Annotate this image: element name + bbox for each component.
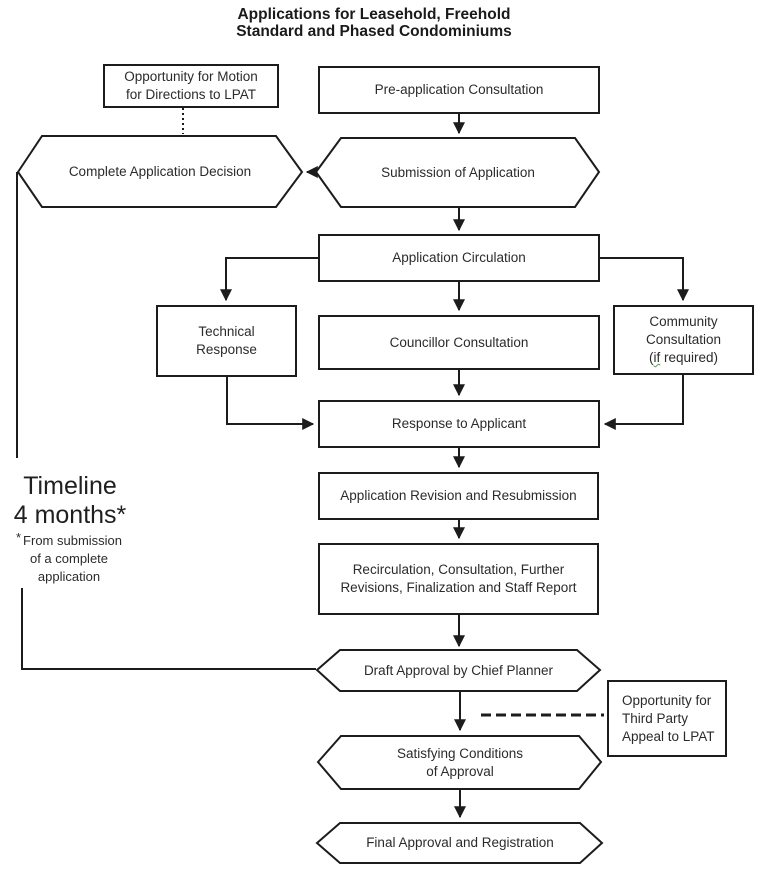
- footnote-text: From submission: [23, 533, 123, 548]
- node-label: Application Circulation: [392, 250, 526, 265]
- node-pre-application-consultation: Pre-application Consultation: [318, 66, 600, 114]
- hexagon-shapes: [16, 135, 604, 864]
- node-response-to-applicant: Response to Applicant: [318, 400, 600, 448]
- connector-lines: [16, 108, 689, 819]
- timeline-footnote-line1: *From submission: [4, 530, 134, 550]
- node-label: Technical: [198, 324, 255, 339]
- hexagon-satisfying-conditions: [316, 735, 603, 790]
- page-title-line1: Applications for Leasehold, Freehold: [237, 6, 511, 23]
- hexagon-final-approval: [315, 822, 604, 864]
- node-label: Opportunity for Motion: [124, 69, 258, 84]
- connector-community-to-response: [603, 375, 684, 430]
- timeline-bracket-lower: [21, 588, 316, 670]
- hexagon-submission-of-application: [314, 137, 601, 208]
- node-opportunity-motion-lpat: Opportunity for Motion for Directions to…: [103, 64, 279, 108]
- node-label: Response: [196, 342, 257, 357]
- timeline-footnote-line2: of a complete: [29, 551, 109, 566]
- connector-circulation-to-community: [600, 257, 689, 302]
- timeline-duration: 4 months*: [13, 501, 127, 529]
- node-community-consultation: Community Consultation (if required): [613, 305, 754, 375]
- connector-technical-to-response: [226, 377, 315, 430]
- node-label: Community: [649, 314, 718, 329]
- page-title-line2: Standard and Phased Condominiums: [236, 23, 512, 40]
- node-label-if-required: (if required): [649, 349, 718, 367]
- hexagon-draft-approval: [315, 649, 602, 692]
- required-text: required): [660, 350, 719, 365]
- connector-circulation-to-technical: [220, 257, 318, 302]
- node-application-revision-resubmission: Application Revision and Resubmission: [318, 472, 599, 520]
- node-label: Opportunity for: [622, 692, 712, 708]
- page-title: Applications for Leasehold, Freehold Sta…: [0, 6, 748, 40]
- timeline-footnote: *From submission of a complete applicati…: [4, 530, 134, 586]
- node-label: Response to Applicant: [391, 416, 527, 431]
- node-label: Appeal to LPAT: [622, 728, 715, 744]
- node-application-circulation: Application Circulation: [318, 234, 600, 282]
- node-technical-response: Technical Response: [156, 305, 297, 377]
- node-opportunity-thirdparty-appeal: Opportunity for Third Party Appeal to LP…: [607, 680, 727, 757]
- hexagon-complete-application-decision: [16, 135, 304, 208]
- node-label: Recirculation, Consultation, Further: [352, 562, 565, 577]
- timeline-footnote-line3: application: [37, 569, 101, 584]
- timeline-heading: Timeline 4 months*: [0, 472, 140, 530]
- node-councillor-consultation: Councillor Consultation: [318, 315, 600, 370]
- node-label: Pre-application Consultation: [374, 82, 544, 97]
- node-label: Consultation: [645, 332, 722, 347]
- node-label: Revisions, Finalization and Staff Report: [340, 580, 577, 595]
- node-recirculation-staff-report: Recirculation, Consultation, Further Rev…: [318, 543, 599, 615]
- node-label: Application Revision and Resubmission: [340, 488, 577, 503]
- node-label: Councillor Consultation: [389, 334, 529, 350]
- node-label: Third Party: [622, 710, 689, 726]
- spellcheck-word: if: [653, 350, 661, 365]
- paren-open: (: [648, 350, 654, 365]
- asterisk: *: [15, 530, 22, 545]
- node-label: for Directions to LPAT: [125, 87, 257, 102]
- timeline-word: Timeline: [23, 472, 117, 500]
